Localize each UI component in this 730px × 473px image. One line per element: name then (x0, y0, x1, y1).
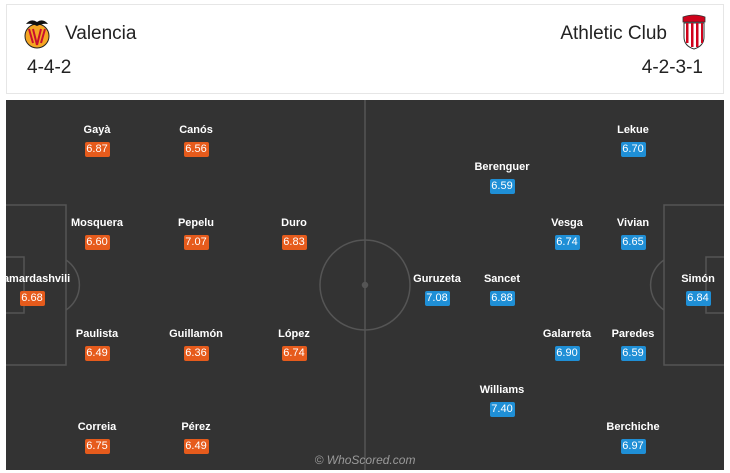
player-name: Williams (479, 384, 525, 396)
player-name: Mosquera (71, 217, 123, 229)
rating-badge: 6.74 (281, 346, 307, 361)
player-lopez[interactable]: López 6.74 (234, 327, 354, 361)
player-vesga[interactable]: Vesga 6.74 (507, 216, 627, 250)
rating-badge: 6.59 (620, 346, 646, 361)
player-mosquera[interactable]: Mosquera 6.60 (37, 216, 157, 250)
player-name: Pérez (181, 421, 211, 433)
rating-badge: 6.60 (84, 235, 110, 250)
rating-badge: 7.07 (183, 235, 209, 250)
player-name: Paredes (611, 328, 655, 340)
player-name: Guruzeta (413, 273, 461, 285)
player-name: Berenguer (474, 161, 530, 173)
watermark: © WhoScored.com (314, 453, 416, 467)
rating-badge: 6.49 (84, 346, 110, 361)
rating-badge: 6.88 (489, 291, 515, 306)
player-name: Pepelu (177, 217, 215, 229)
rating-badge: 6.59 (489, 179, 515, 194)
rating-badge: 6.36 (183, 346, 209, 361)
pitch-markings (6, 100, 724, 470)
player-sancet[interactable]: Sancet 6.88 (442, 272, 562, 306)
player-name: Duro (281, 217, 307, 229)
player-simon[interactable]: Simón 6.84 (638, 272, 724, 306)
player-lekue[interactable]: Lekue 6.70 (573, 123, 693, 157)
player-paulista[interactable]: Paulista 6.49 (37, 327, 157, 361)
player-name: Vivian (616, 217, 650, 229)
player-name: Guillamón (169, 328, 223, 340)
player-name: Galarreta (542, 328, 592, 340)
player-name: López (278, 328, 310, 340)
player-canos[interactable]: Canós 6.56 (136, 123, 256, 157)
striped-shield-crest-icon (682, 14, 706, 50)
player-name: Vesga (551, 217, 583, 229)
player-name: Berchiche (606, 421, 660, 433)
player-galarreta[interactable]: Galarreta 6.90 (507, 327, 627, 361)
rating-badge: 6.90 (554, 346, 580, 361)
rating-badge: 7.08 (424, 291, 450, 306)
player-guillamon[interactable]: Guillamón 6.36 (136, 327, 256, 361)
player-name: Correia (77, 421, 117, 433)
rating-badge: 6.83 (281, 235, 307, 250)
player-duro[interactable]: Duro 6.83 (234, 216, 354, 250)
rating-badge: 6.87 (84, 142, 110, 157)
player-name: Sancet (483, 273, 521, 285)
rating-badge: 6.70 (620, 142, 646, 157)
bat-crest-icon (24, 20, 50, 49)
away-formation: 4-2-3-1 (641, 57, 703, 78)
player-berchiche[interactable]: Berchiche 6.97 (573, 420, 693, 454)
player-name: Lekue (617, 124, 649, 136)
rating-badge: 6.74 (554, 235, 580, 250)
rating-badge: 7.40 (489, 402, 515, 417)
player-name: Simón (681, 273, 715, 285)
player-guruzeta[interactable]: Guruzeta 7.08 (377, 272, 497, 306)
player-name: Canós (179, 124, 213, 136)
player-correia[interactable]: Correia 6.75 (37, 420, 157, 454)
rating-badge: 6.75 (84, 439, 110, 454)
match-header: Valencia 4-4-2 Athletic Club 4-2-3-1 (6, 4, 724, 94)
rating-badge: 6.56 (183, 142, 209, 157)
player-paredes[interactable]: Paredes 6.59 (573, 327, 693, 361)
rating-badge: 6.68 (19, 291, 45, 306)
player-williams[interactable]: Williams 7.40 (442, 383, 562, 417)
player-perez[interactable]: Pérez 6.49 (136, 420, 256, 454)
player-berenguer[interactable]: Berenguer 6.59 (442, 160, 562, 194)
away-team-name[interactable]: Athletic Club (560, 23, 667, 44)
rating-badge: 6.65 (620, 235, 646, 250)
player-name: Paulista (75, 328, 119, 340)
player-mamardashvili[interactable]: Mamardashvili 6.68 (6, 272, 92, 306)
home-team-name[interactable]: Valencia (65, 23, 137, 44)
player-vivian[interactable]: Vivian 6.65 (573, 216, 693, 250)
player-gaya[interactable]: Gayà 6.87 (37, 123, 157, 157)
rating-badge: 6.84 (685, 291, 711, 306)
pitch: Gayà 6.87 Canós 6.56 Mosquera 6.60 Pepel… (6, 100, 724, 470)
home-formation: 4-4-2 (27, 57, 72, 78)
rating-badge: 6.49 (183, 439, 209, 454)
player-pepelu[interactable]: Pepelu 7.07 (136, 216, 256, 250)
rating-badge: 6.97 (620, 439, 646, 454)
player-name: Gayà (83, 124, 111, 136)
player-name: Mamardashvili (6, 273, 71, 285)
